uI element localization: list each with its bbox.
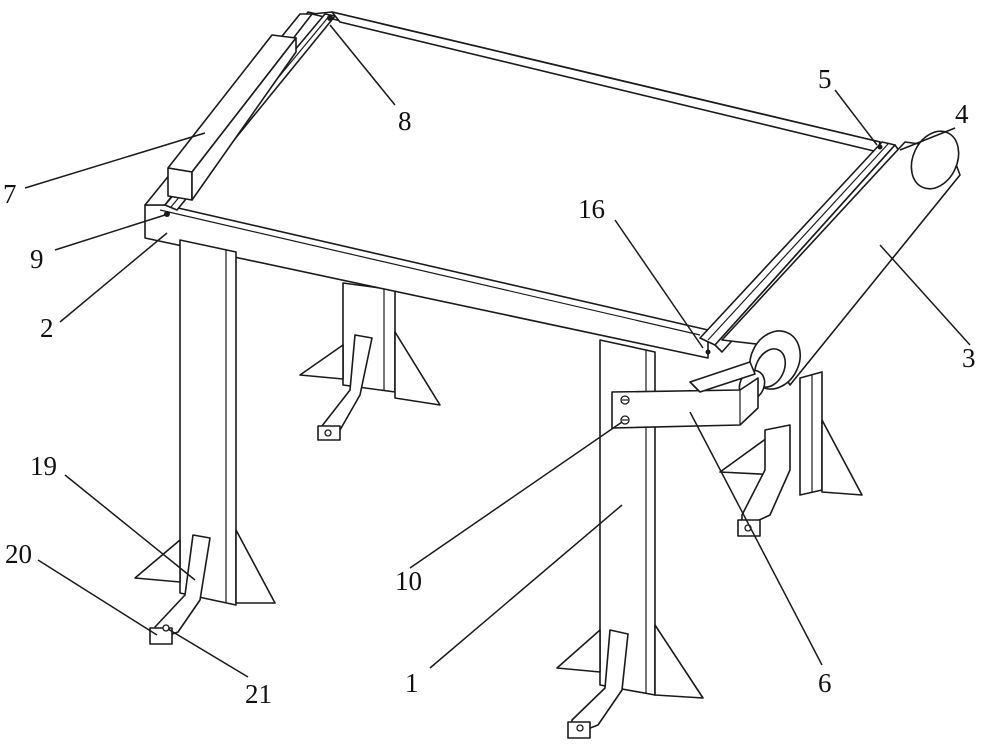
label-7: 7 [3, 179, 17, 209]
reference-labels: 1 2 3 4 5 6 7 8 9 10 16 19 20 21 [3, 64, 976, 709]
label-5: 5 [818, 64, 832, 94]
label-6: 6 [818, 668, 832, 698]
label-9: 9 [30, 244, 44, 274]
front-left-leg [134, 239, 276, 645]
label-19: 19 [30, 451, 57, 481]
label-10: 10 [395, 566, 422, 596]
back-left-leg [299, 282, 441, 441]
label-21: 21 [245, 679, 272, 709]
label-1: 1 [405, 668, 419, 698]
label-8: 8 [398, 106, 412, 136]
label-4: 4 [955, 99, 969, 129]
label-2: 2 [40, 313, 54, 343]
label-16: 16 [578, 194, 605, 224]
table-top [144, 11, 893, 359]
leader-lines [24, 24, 971, 678]
left-block [167, 34, 297, 201]
back-right-leg [719, 371, 863, 537]
label-20: 20 [5, 539, 32, 569]
label-3: 3 [962, 343, 976, 373]
